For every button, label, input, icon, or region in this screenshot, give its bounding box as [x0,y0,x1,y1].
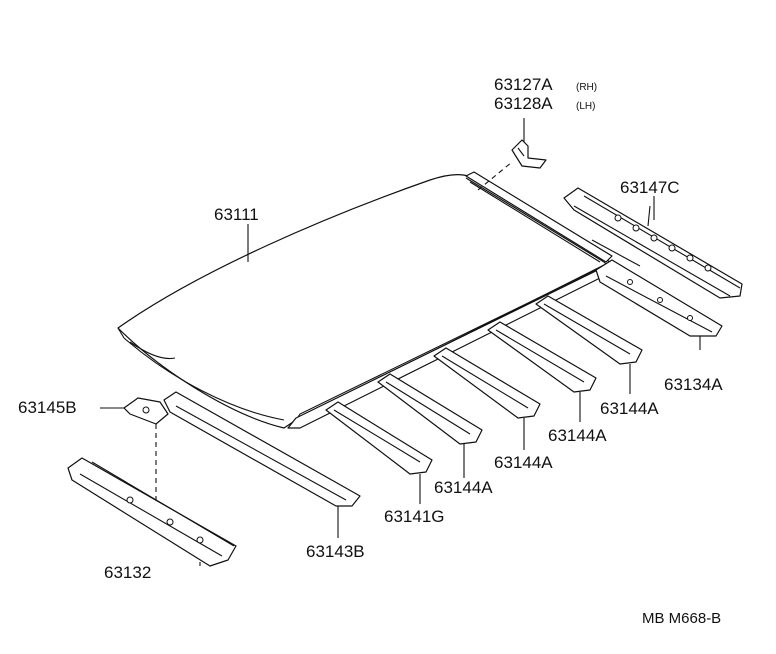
label-63127a-side: (RH) [576,82,597,93]
roof-bow-63144a-1 [535,295,643,394]
bracket-63145b [100,397,169,520]
label-63111: 63111 [214,205,259,224]
roof-bow-63144a-4 [377,373,483,478]
label-63128a-side: (LH) [576,101,595,112]
diagram-code: MB M668-B [642,610,721,627]
label-63134a: 63134A [664,375,723,394]
label-63132: 63132 [104,563,151,582]
label-63143b: 63143B [306,542,365,561]
roof-side-rail [287,171,613,429]
label-63145b: 63145B [18,398,77,417]
rear-panel-63132 [67,457,237,567]
label-63128a: 63128A [494,94,553,113]
label-63141g: 63141G [384,507,445,526]
roof-bracket-63127a [477,118,547,191]
label-63144a-3: 63144A [494,453,553,472]
rear-header-63143b [163,391,361,538]
rear-bow-63141g [325,401,433,504]
reinforcement-63134a [591,239,723,350]
label-63144a-2: 63144A [548,426,607,445]
front-header-63147c [563,187,743,299]
roof-bow-63144a-3 [433,347,541,450]
label-63144a-4: 63144A [434,478,493,497]
roof-bow-63144a-2 [487,321,597,422]
label-63127a: 63127A [494,75,553,94]
label-63147c: 63147C [620,178,680,197]
label-63144a-1: 63144A [600,399,659,418]
